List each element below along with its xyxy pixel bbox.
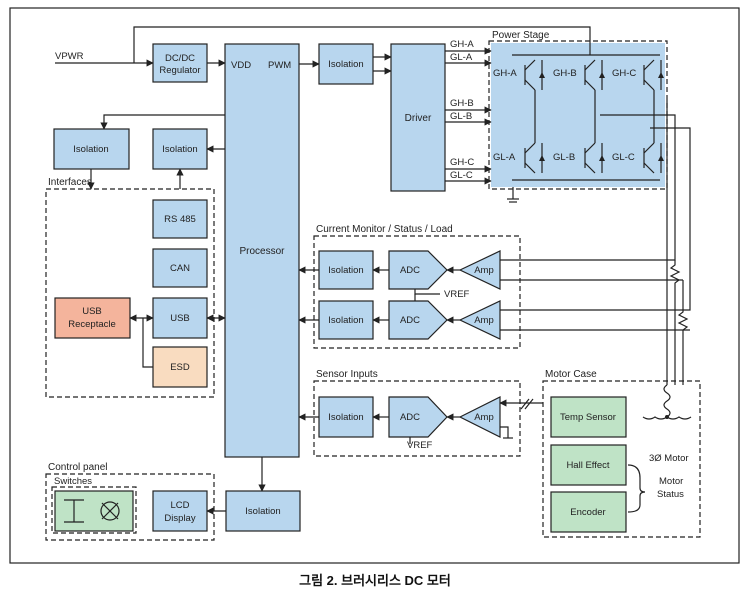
gh-c-switch-label: GH-C: [612, 68, 636, 79]
amp-cm2-block: [458, 300, 501, 340]
usb-receptacle-block: [54, 297, 131, 339]
usb-receptacle-label-1: USB: [82, 306, 102, 317]
processor-label: Processor: [239, 246, 285, 257]
switches-label: Switches: [54, 476, 92, 487]
interfaces-label: Interfaces: [48, 177, 92, 188]
sensor-inputs-group: [313, 380, 521, 457]
switch-icon: [64, 499, 84, 523]
adc-sensor-label: ADC: [400, 412, 420, 423]
power-stage-transistors: [512, 54, 664, 181]
gl-b-switch-label: GL-B: [553, 152, 575, 163]
switches-block: [54, 490, 134, 532]
isolation-mid-block: [152, 128, 208, 170]
isolation-cm2-label: Isolation: [328, 315, 363, 326]
temp-sensor-block: [550, 396, 627, 438]
gh-c-label: GH-C: [450, 157, 474, 168]
gh-a-switch-label: GH-A: [493, 68, 517, 79]
driver-label: Driver: [405, 113, 432, 124]
encoder-block: [550, 491, 627, 533]
lcd-display-block: [152, 490, 208, 532]
adc-cm1-block: [388, 250, 448, 290]
gl-c-switch-label: GL-C: [612, 152, 635, 163]
isolation-pwm-block: [318, 43, 374, 85]
motor-label: 3Ø Motor: [649, 453, 689, 464]
amp-cm1-label: Amp: [474, 265, 494, 276]
encoder-label: Encoder: [570, 507, 605, 518]
isolation-lcd-label: Isolation: [245, 506, 280, 517]
lcd-label-2: Display: [164, 513, 195, 524]
adc-sensor-block: [388, 396, 448, 438]
hall-effect-label: Hall Effect: [566, 460, 609, 471]
wires: [55, 26, 691, 515]
vref-sensor-label: VREF: [407, 440, 433, 451]
hall-effect-block: [550, 444, 627, 486]
temp-sensor-label: Temp Sensor: [560, 412, 616, 423]
usb-block: [152, 297, 208, 339]
rs485-label: RS 485: [164, 214, 196, 225]
driver-block: [390, 43, 446, 192]
diagram-frame: [9, 7, 740, 564]
gh-a-label: GH-A: [450, 39, 474, 50]
amp-sensor-block: [458, 396, 501, 438]
switches-group: [51, 486, 137, 534]
amp-cm2-label: Amp: [474, 315, 494, 326]
motor-case-label: Motor Case: [545, 369, 597, 380]
knob-icon: [100, 501, 120, 521]
isolation-sensor-label: Isolation: [328, 412, 363, 423]
current-monitor-group: [313, 235, 521, 349]
amp-sensor-label: Amp: [474, 412, 494, 423]
adc-cm1-label: ADC: [400, 265, 420, 276]
figure-caption: 그림 2. 브러시리스 DC 모터: [299, 573, 451, 588]
can-block: [152, 248, 208, 288]
usb-label: USB: [170, 313, 190, 324]
esd-label: ESD: [170, 362, 190, 373]
motor-coil-icon: [642, 384, 692, 420]
isolation-mid-label: Isolation: [162, 144, 197, 155]
isolation-cm1-label: Isolation: [328, 265, 363, 276]
motor-case-group: [542, 380, 701, 538]
power-stage-label: Power Stage: [492, 30, 550, 41]
gh-b-label: GH-B: [450, 98, 474, 109]
control-panel-label: Control panel: [48, 462, 107, 473]
adc-cm2-block: [388, 300, 448, 340]
isolation-left-block: [53, 128, 130, 170]
vdd-label: VDD: [231, 60, 251, 71]
adc-cm2-label: ADC: [400, 315, 420, 326]
isolation-lcd-block: [225, 490, 301, 532]
amp-cm1-block: [458, 250, 501, 290]
current-monitor-label: Current Monitor / Status / Load: [316, 224, 453, 235]
usb-receptacle-label-2: Receptacle: [68, 319, 116, 330]
can-label: CAN: [170, 263, 190, 274]
pwm-label: PWM: [268, 60, 291, 71]
control-panel-group: [45, 473, 215, 541]
processor-block: [224, 43, 300, 458]
gl-a-switch-label: GL-A: [493, 152, 516, 163]
lcd-label-1: LCD: [170, 500, 189, 511]
gl-a-label: GL-A: [450, 52, 473, 63]
gl-b-label: GL-B: [450, 111, 472, 122]
gh-b-switch-label: GH-B: [553, 68, 577, 79]
isolation-cm1-block: [318, 250, 374, 290]
interfaces-group: [45, 188, 215, 398]
vpwr-label: VPWR: [55, 51, 84, 62]
dcdc-label-2: Regulator: [159, 65, 200, 76]
motor-status-label-1: Motor: [659, 476, 683, 487]
sensor-inputs-label: Sensor Inputs: [316, 369, 378, 380]
gl-c-label: GL-C: [450, 170, 473, 181]
isolation-left-label: Isolation: [73, 144, 108, 155]
isolation-pwm-label: Isolation: [328, 59, 363, 70]
dcdc-label-1: DC/DC: [165, 53, 195, 64]
vref-cm-label: VREF: [444, 289, 470, 300]
motor-status-label-2: Status: [657, 489, 684, 500]
rs485-block: [152, 199, 208, 239]
